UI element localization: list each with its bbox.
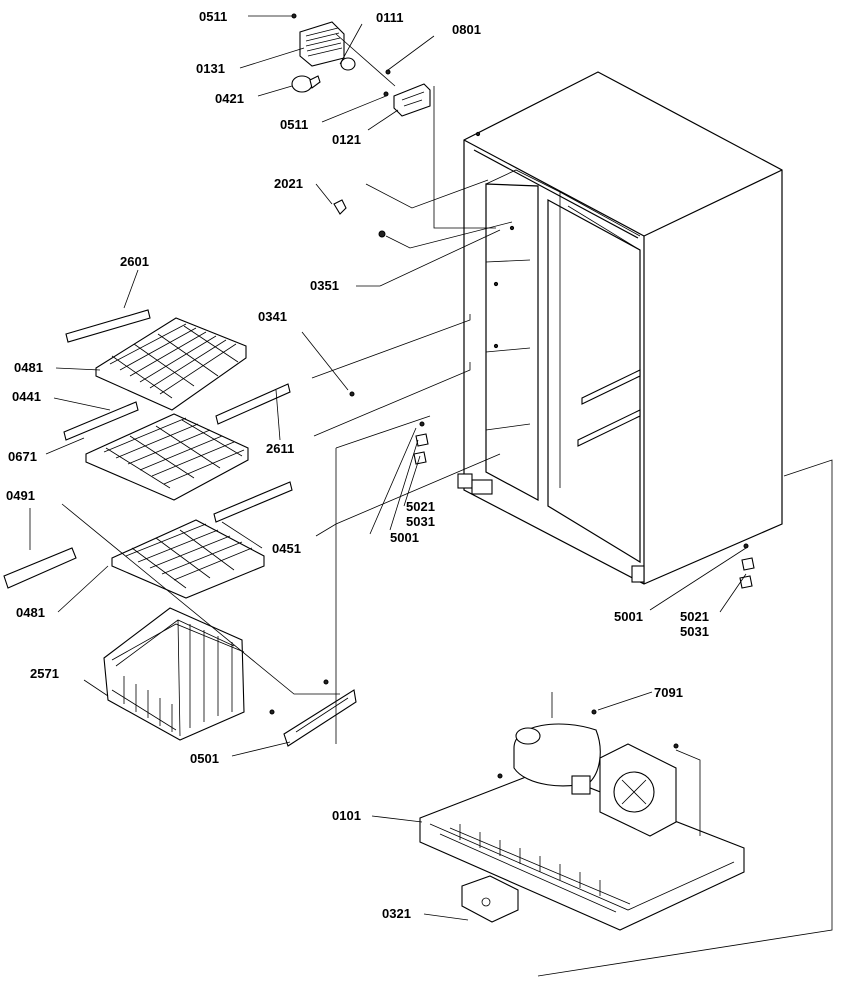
shelf-assembly-middle xyxy=(63,401,293,523)
callout-7091: 7091 xyxy=(654,685,683,700)
callout-0101: 0101 xyxy=(332,808,361,823)
cabinet-liner xyxy=(457,71,783,585)
thermostat-parts xyxy=(333,86,513,249)
callout-5021-right: 5021 xyxy=(680,609,709,624)
callout-0341: 0341 xyxy=(258,309,287,324)
hinge-hardware xyxy=(349,391,755,589)
callout-5001-left: 5001 xyxy=(390,530,419,545)
callout-5001-right: 5001 xyxy=(614,609,643,624)
callout-2571: 2571 xyxy=(30,666,59,681)
callout-0511-lower: 0511 xyxy=(280,117,308,132)
callout-5031-left: 5031 xyxy=(406,514,435,529)
drawer-front xyxy=(269,679,357,747)
callout-0441: 0441 xyxy=(12,389,41,404)
callout-2611: 2611 xyxy=(266,441,294,456)
callout-0451: 0451 xyxy=(272,541,301,556)
callout-2021: 2021 xyxy=(274,176,303,191)
callout-5021-left: 5021 xyxy=(406,499,435,514)
callout-0481-upper: 0481 xyxy=(14,360,43,375)
callout-0121: 0121 xyxy=(332,132,361,147)
callout-0321: 0321 xyxy=(382,906,411,921)
callout-0351: 0351 xyxy=(310,278,339,293)
shelf-assembly-lower xyxy=(3,519,265,599)
callout-2601: 2601 xyxy=(120,254,149,269)
machine-compartment xyxy=(419,692,745,931)
shelf-assembly-upper xyxy=(65,309,291,425)
callout-0801: 0801 xyxy=(452,22,481,37)
callout-0511-top: 0511 xyxy=(199,9,227,24)
callout-0481-lower: 0481 xyxy=(16,605,45,620)
callout-5031-right: 5031 xyxy=(680,624,709,639)
callout-0491: 0491 xyxy=(6,488,35,503)
light-housing-assembly xyxy=(291,13,431,117)
callout-0421: 0421 xyxy=(215,91,244,106)
basket-drawer xyxy=(103,607,245,741)
leader-lines xyxy=(29,15,833,977)
callout-0501: 0501 xyxy=(190,751,219,766)
callout-0131: 0131 xyxy=(196,61,225,76)
callout-0671: 0671 xyxy=(8,449,37,464)
callout-0111: 0111 xyxy=(376,10,404,25)
